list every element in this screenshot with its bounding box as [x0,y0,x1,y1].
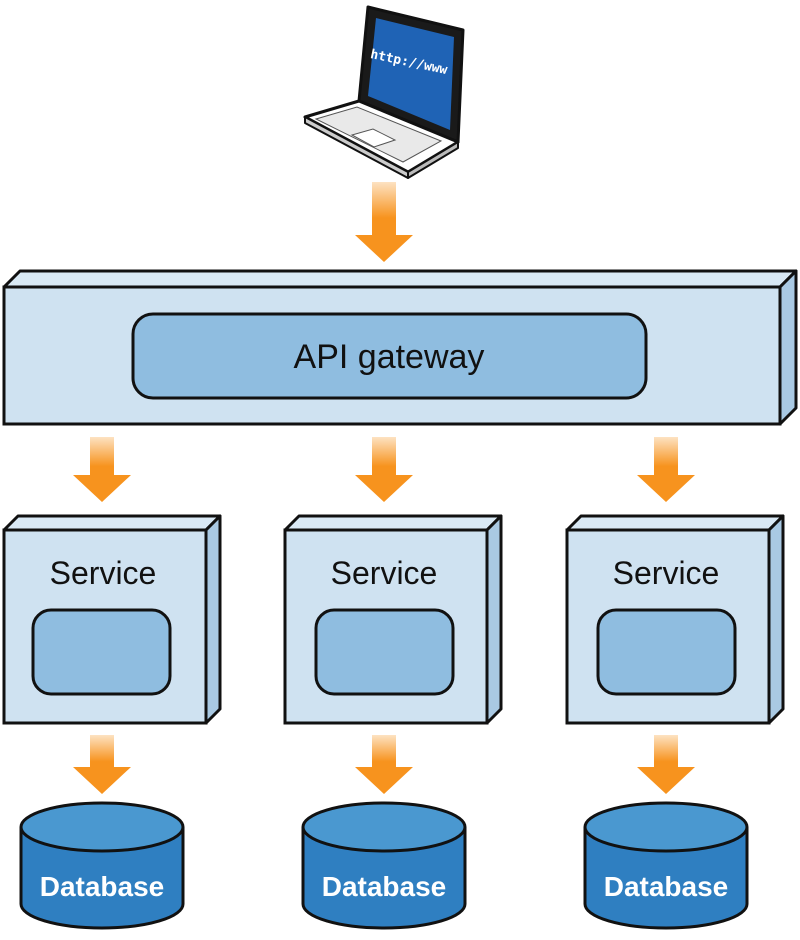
arrow-gateway-to-service-2 [355,437,413,502]
service-label-1: Service [50,555,157,591]
api-gateway-box: API gateway [2,269,798,426]
service-inner-1 [31,608,172,696]
service-inner-3 [596,608,737,696]
database-label-2: Database [322,871,447,902]
service-label-3: Service [613,555,720,591]
arrow-gateway-to-service-3 [637,437,695,502]
api-gateway-inner [131,312,648,400]
database-label-3: Database [604,871,729,902]
service-box-1: Service [2,514,222,725]
arrow-service-to-database-2 [355,735,413,794]
database-icon-2: Database [301,801,467,930]
service-box-2: Service [283,514,503,725]
service-inner-2 [314,608,455,696]
laptop-icon: http://www [303,5,465,179]
api-gateway-label: API gateway [294,338,485,376]
database-icon-3: Database [583,801,749,930]
arrow-client-to-gateway [355,182,413,262]
database-label-1: Database [40,871,165,902]
database-icon-1: Database [19,801,185,930]
service-label-2: Service [331,555,438,591]
arrow-service-to-database-3 [637,735,695,794]
service-box-3: Service [565,514,785,725]
arrow-gateway-to-service-1 [73,437,131,502]
arrow-service-to-database-1 [73,735,131,794]
